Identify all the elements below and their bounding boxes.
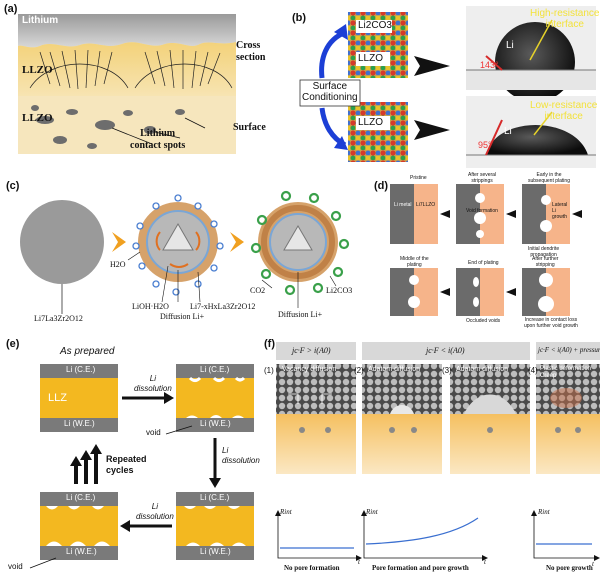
dissolution-label-2: Li dissolution bbox=[222, 446, 260, 466]
ce-label-3: Li (C.E.) bbox=[200, 493, 229, 502]
step-label-4: (4) bbox=[528, 366, 538, 375]
we-label-1: Li (W.E.) bbox=[64, 419, 95, 428]
we-label-3: Li (W.E.) bbox=[200, 547, 231, 556]
increase-contact-label: Increase in contact loss upon further vo… bbox=[524, 317, 578, 329]
ce-label-2: Li (C.E.) bbox=[200, 365, 229, 374]
angle-label-2: 95° bbox=[478, 140, 492, 150]
lioh-label: LiOH·H2O bbox=[132, 302, 169, 311]
we-label-4: Li (W.E.) bbox=[66, 547, 97, 556]
no-pore-growth-label: No pore growth bbox=[546, 564, 593, 572]
void-label-2: void bbox=[8, 562, 23, 571]
cross-section-label: Cross section bbox=[236, 40, 265, 64]
llzo-label-2: LLZO bbox=[358, 117, 383, 128]
early-plating-label: Early in the subsequent plating bbox=[528, 172, 570, 184]
llzo-reaction-illustration bbox=[0, 176, 365, 326]
plastic-deformation-label: Plastic deformation Creep bbox=[540, 366, 591, 380]
contact-spots-label: Lithium contact spots bbox=[130, 128, 185, 152]
pore-growth-label: Pore formation and pore growth bbox=[372, 564, 469, 572]
step-label-2: (2) bbox=[354, 366, 364, 375]
li-metal-label: Li metal bbox=[394, 202, 412, 208]
rint-label-1: Rint bbox=[280, 508, 292, 516]
surface-label: Surface bbox=[233, 122, 266, 133]
pristine-label: Pristine bbox=[410, 175, 427, 181]
angle-label-1: 143° bbox=[480, 60, 499, 70]
high-resistance-label: High-resistance interface bbox=[530, 8, 599, 30]
t-axis-label-1: t bbox=[358, 558, 360, 566]
panel-c: (c) Li7La3Zr2O12 H2O LiOH·H2O Diffusion bbox=[0, 176, 365, 326]
void-label-1: void bbox=[146, 428, 161, 437]
condition-label-1: jc·F > i(A0) bbox=[292, 346, 331, 355]
ce-label-1: Li (C.E.) bbox=[66, 365, 95, 374]
low-resistance-label: Low-resistance interface bbox=[530, 100, 597, 122]
dissolution-label-3: Li dissolution bbox=[136, 502, 174, 522]
end-plating-label: End of plating bbox=[468, 260, 499, 266]
panel-f: (f) bbox=[262, 330, 600, 578]
li7llz-label: Li7LLZO bbox=[416, 202, 435, 208]
t-axis-label-2: t bbox=[484, 558, 486, 566]
void-evolution-illustration bbox=[372, 176, 600, 326]
step-label-3: (3) bbox=[442, 366, 452, 375]
diffusion-label-1: Diffusion Li+ bbox=[160, 312, 204, 321]
lithium-label: Lithium bbox=[22, 15, 58, 26]
panel-e: (e) As prepared Li bbox=[0, 330, 258, 578]
h2o-label: H2O bbox=[110, 260, 126, 269]
middle-plating-label: Middle of the plating bbox=[400, 256, 429, 268]
rint-label-3: Rint bbox=[538, 508, 550, 516]
vacancy-diffusion-label: Vacancy diffusion bbox=[282, 366, 336, 373]
condition-label-3: jc·F < i(A0) + pressure bbox=[538, 346, 600, 354]
dissolution-label-1: Li dissolution bbox=[134, 374, 172, 394]
condition-label-2: jc·F < i(A0) bbox=[426, 346, 465, 355]
panel-b: (b) bbox=[290, 0, 600, 170]
lateral-growth-label: Lateral Li growth bbox=[552, 202, 567, 220]
step-label-1: (1) bbox=[264, 366, 274, 375]
li-label-1: Li bbox=[506, 40, 514, 51]
li2co3-product-label: Li2CO3 bbox=[326, 286, 352, 295]
we-label-2: Li (W.E.) bbox=[200, 419, 231, 428]
rint-label-2: Rint bbox=[366, 508, 378, 516]
li2co3-label: Li2CO3 bbox=[358, 20, 392, 31]
llzo-label-bottom: LLZO bbox=[22, 112, 53, 124]
llzo-label-1: LLZO bbox=[358, 53, 383, 64]
after-further-label: After further stripping bbox=[532, 256, 558, 268]
diffusion-label-2: Diffusion Li+ bbox=[278, 310, 322, 319]
repeated-cycles-label: Repeated cycles bbox=[106, 454, 147, 476]
panel-d: (d) Pristine Li metal Li7LLZO After seve… bbox=[372, 176, 600, 326]
adatom-diffusion-label-1: Adatom diffusion bbox=[368, 366, 420, 373]
protonated-llzo-label: Li7-xHxLa3Zr2O12 bbox=[190, 302, 255, 311]
void-formation-label: Void formation bbox=[466, 208, 498, 214]
adatom-diffusion-label-2: Adatom diffusion bbox=[456, 366, 508, 373]
surface-conditioning-label: Surface Conditioning bbox=[302, 81, 358, 103]
llzo-label-top: LLZO bbox=[22, 64, 53, 76]
no-pore-formation-label: No pore formation bbox=[284, 564, 339, 572]
li-label-2: Li bbox=[504, 126, 512, 137]
occluded-voids-label: Occluded voids bbox=[466, 318, 500, 324]
co2-label: CO2 bbox=[250, 286, 265, 295]
after-stripping-label: After several strippings bbox=[468, 172, 496, 184]
ce-label-4: Li (C.E.) bbox=[66, 493, 95, 502]
llzo-formula-label: Li7La3Zr2O12 bbox=[34, 314, 83, 323]
llz-label: LLZ bbox=[48, 392, 67, 404]
panel-a: (a) Lithium LLZO Cross sec bbox=[0, 0, 270, 170]
